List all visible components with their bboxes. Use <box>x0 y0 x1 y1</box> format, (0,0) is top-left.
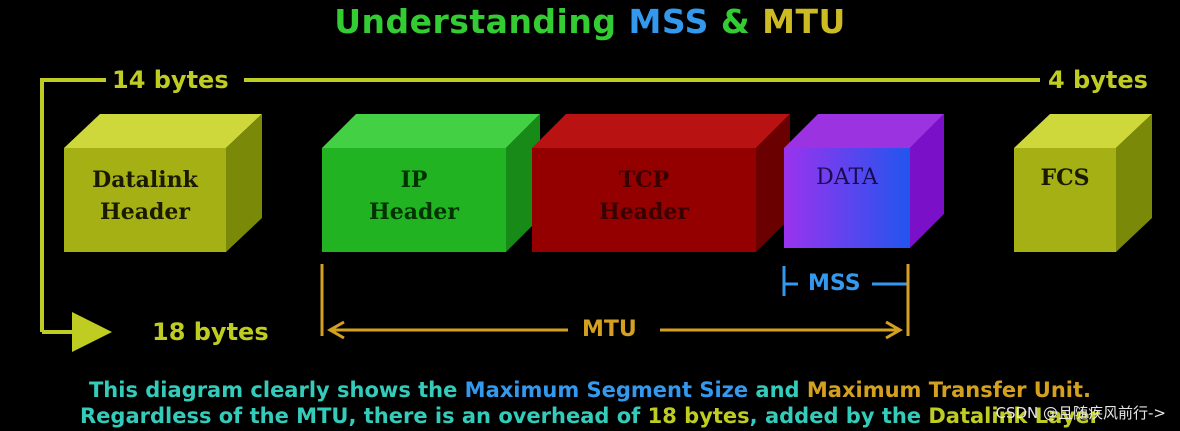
csdn-watermark: CSDN @且随疾风前行-> <box>995 404 1166 422</box>
fcs-cube <box>1014 114 1152 252</box>
label-14-bytes: 14 bytes <box>106 66 235 94</box>
label-mss: MSS <box>802 270 867 298</box>
datalink-header-text: Datalink Header <box>92 167 198 225</box>
caption-2d: Datalink Layer <box>928 404 1100 428</box>
ip-header-text: IP Header <box>368 167 459 225</box>
title-mtu: MTU <box>762 2 846 41</box>
top-bracket-line <box>40 78 1040 352</box>
caption-1a: This diagram clearly shows the <box>88 378 465 402</box>
datalink-header-cube <box>64 114 262 252</box>
label-mtu: MTU <box>576 316 643 344</box>
label-18-bytes: 18 bytes <box>146 318 275 346</box>
mtu-bracket <box>320 264 910 340</box>
caption-2c: , added by the <box>749 404 929 428</box>
data-text: DATA <box>816 165 878 190</box>
title-mss: MSS <box>628 2 709 41</box>
caption-2b: 18 bytes <box>647 404 750 428</box>
data-cube <box>784 114 944 248</box>
diagram-title: Understanding MSS & MTU <box>0 2 1180 41</box>
caption-1b: Maximum Segment Size <box>464 378 749 402</box>
tcp-header-text: TCP Header <box>598 167 689 225</box>
title-understanding: Understanding <box>334 2 617 41</box>
caption-1d: Maximum Transfer Unit. <box>806 378 1092 402</box>
label-4-bytes: 4 bytes <box>1042 66 1154 94</box>
caption-1c: and <box>748 378 807 402</box>
fcs-text: FCS <box>1040 165 1090 191</box>
caption-2a: Regardless of the MTU, there is an overh… <box>80 404 648 428</box>
caption-line-1: This diagram clearly shows the Maximum S… <box>0 377 1180 404</box>
ip-header-cube <box>322 114 540 252</box>
tcp-header-cube <box>532 114 790 252</box>
title-ampersand: & <box>720 2 751 41</box>
caption-line-2: Regardless of the MTU, there is an overh… <box>0 403 1180 430</box>
